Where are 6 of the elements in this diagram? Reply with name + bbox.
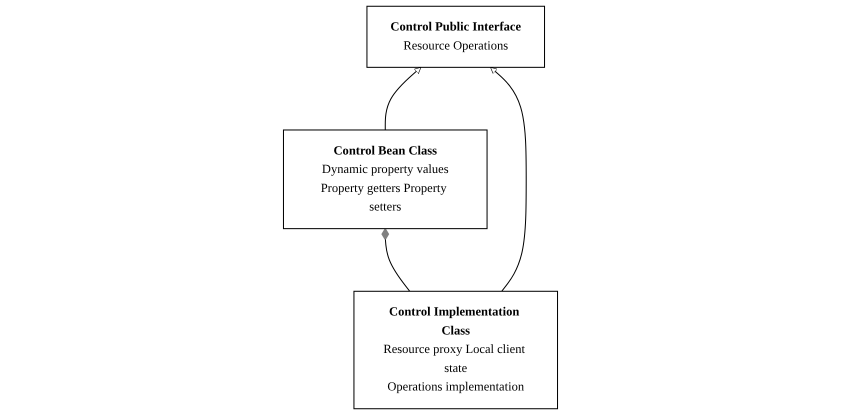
node-box: Control Implementation Class Resource proxy Local client state Operations implementation [353, 290, 558, 410]
arrow [490, 67, 527, 292]
node-box: Control Public Interface Resource Operations [366, 6, 546, 68]
arrow [384, 67, 422, 130]
node-box: Control Bean Class Dynamic property values Property getters Property setters [282, 129, 488, 230]
connector [381, 228, 410, 292]
